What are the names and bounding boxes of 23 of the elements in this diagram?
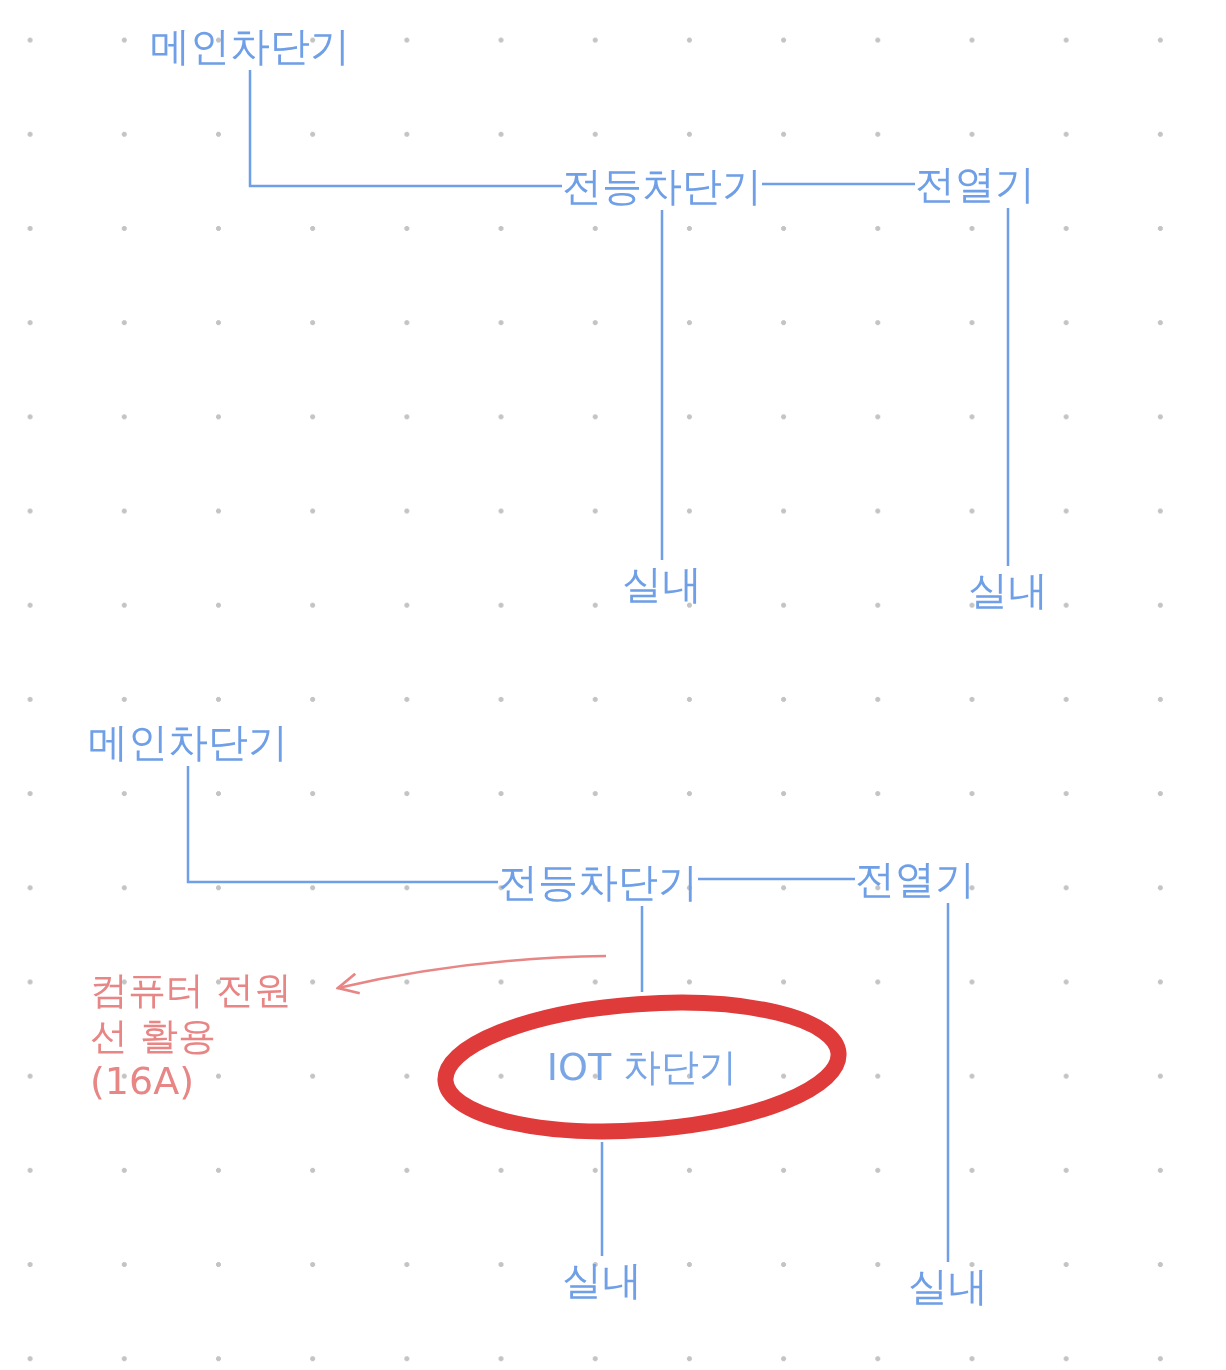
wire-line: [762, 182, 915, 186]
wire-line: [1006, 208, 1010, 566]
breaker-label: 전열기: [855, 855, 975, 903]
breaker-label: 전등차단기: [562, 162, 762, 210]
breaker-label: IOT 차단기: [546, 1043, 738, 1091]
wire-line: [660, 210, 664, 560]
breaker-label: 메인차단기: [150, 22, 350, 70]
breaker-label: 메인차단기: [88, 718, 288, 766]
note-text: 컴퓨터 전원선 활용 (16A): [90, 968, 330, 1105]
wire-line: [248, 70, 562, 188]
breaker-label: 전열기: [915, 160, 1035, 208]
wire-line: [600, 1142, 604, 1256]
breaker-label: 실내: [622, 560, 702, 608]
arrow: [336, 954, 607, 995]
circled-breaker: [436, 992, 848, 1142]
wire-line: [640, 906, 644, 992]
breaker-label: 실내: [908, 1262, 988, 1310]
breaker-label: 전등차단기: [498, 858, 698, 906]
wire-line: [186, 766, 498, 884]
wire-line: [946, 903, 950, 1262]
wire-line: [698, 877, 855, 881]
breaker-label: 실내: [562, 1256, 642, 1304]
breaker-label: 실내: [968, 566, 1048, 614]
